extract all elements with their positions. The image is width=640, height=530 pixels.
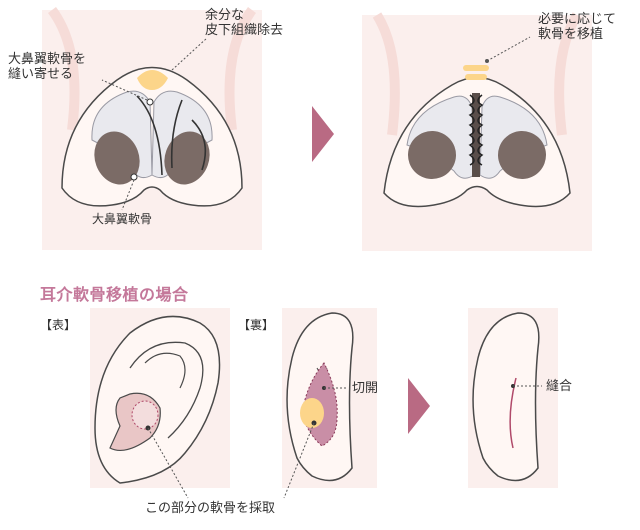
tag-back: 【裏】 — [238, 318, 275, 332]
leader-line — [121, 179, 135, 211]
label-graft: 必要に応じて 軟骨を移植 — [538, 12, 617, 42]
subcutaneous-tissue-highlight — [137, 70, 168, 90]
label-fat-removal: 余分な 皮下組織除去 — [205, 8, 284, 38]
right-nostril — [498, 131, 546, 179]
leader-line — [147, 427, 189, 499]
ear-front-panel — [90, 308, 230, 488]
ear-helix-line — [129, 341, 204, 439]
ear-back-illustration — [282, 308, 377, 488]
leader-line — [101, 79, 148, 101]
ear-front-illustration — [90, 308, 230, 488]
label-suture-ear: 縫合 — [546, 379, 573, 394]
graft-cartilage — [465, 74, 487, 80]
triangle-right-icon — [408, 378, 430, 434]
ear-back-panel — [282, 308, 377, 488]
section-title-ear-cartilage: 耳介軟骨移植の場合 — [40, 285, 189, 304]
suture-coil — [468, 94, 475, 166]
left-nostril — [94, 131, 140, 185]
nose-before-panel — [42, 7, 262, 250]
ear-antihelix-line — [144, 352, 186, 389]
leader-line — [283, 422, 315, 499]
nose-after-illustration — [362, 12, 592, 251]
suture-line — [170, 99, 183, 169]
triangle-right-icon — [312, 106, 334, 162]
sutured-columella — [472, 93, 480, 177]
right-nostril — [164, 131, 210, 185]
suture-coil — [477, 94, 484, 166]
suture-line — [136, 95, 163, 176]
nose-before-illustration — [42, 7, 262, 250]
label-harvest: この部分の軟骨を採取 — [145, 501, 276, 516]
ear-sutured-illustration — [468, 308, 558, 488]
label-alar-cartilage: 大鼻翼軟骨 — [92, 212, 153, 226]
left-nostril — [408, 131, 456, 179]
label-suture-cartilage: 大鼻翼軟骨を 縫い寄せる — [8, 52, 87, 82]
ear-sutured-panel — [468, 308, 558, 488]
tag-front: 【表】 — [40, 318, 77, 332]
label-incision: 切開 — [352, 381, 379, 396]
graft-cartilage — [463, 65, 489, 71]
ear-back-outline — [472, 312, 540, 482]
harvested-cartilage — [300, 398, 324, 428]
harvest-area — [131, 400, 159, 430]
nose-after-panel — [362, 12, 592, 251]
leader-line — [486, 36, 531, 62]
suture-line — [191, 119, 207, 171]
